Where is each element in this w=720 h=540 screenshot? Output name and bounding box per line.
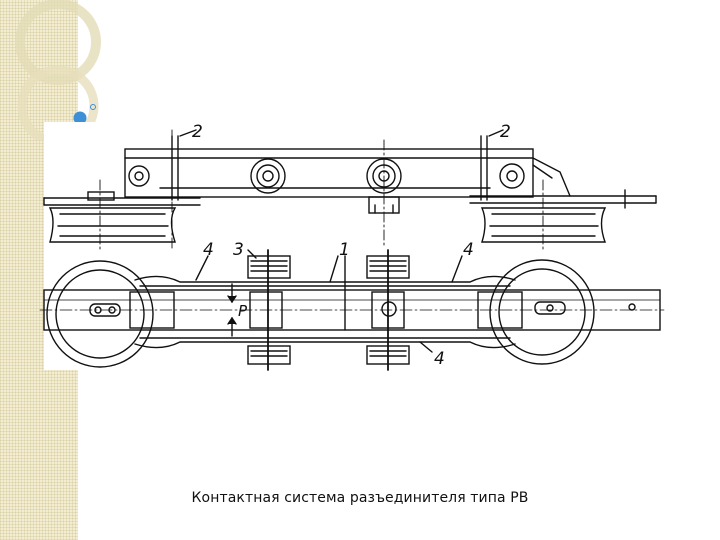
label-support-right: 2	[500, 122, 511, 142]
decorative-circles	[15, 0, 101, 140]
bolt-icon	[128, 165, 150, 187]
bolt-icon	[499, 163, 525, 189]
upper-view	[43, 129, 657, 251]
label-spring: 3	[233, 240, 244, 260]
label-plate-upper-right: 4	[463, 240, 474, 260]
slide-caption: Контактная система разъединителя типа РВ	[191, 490, 529, 506]
small-ring-icon	[90, 104, 96, 110]
label-pressure: P	[238, 302, 248, 320]
label-plate-upper-left: 4	[203, 240, 214, 260]
lower-view	[39, 249, 665, 371]
bolt-icon	[250, 158, 286, 194]
blue-dot-icon	[73, 111, 87, 125]
label-knife: 1	[339, 240, 350, 260]
label-support-left: 2	[192, 122, 203, 142]
bolt-icon	[534, 301, 566, 315]
label-plate-lower: 4	[434, 349, 445, 369]
contact-system-drawing: 2 2 3 1 4 4 4 P	[39, 122, 665, 371]
spring-icon	[247, 255, 291, 365]
